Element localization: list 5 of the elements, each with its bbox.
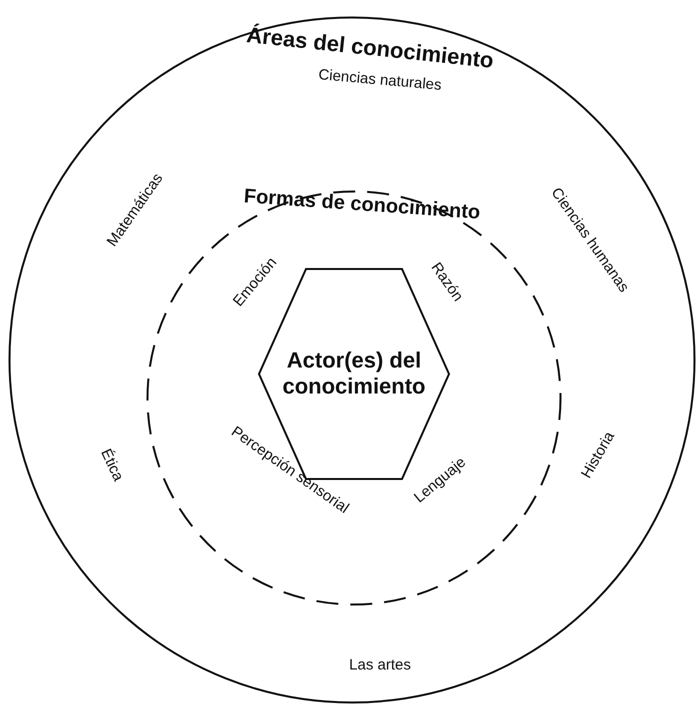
- area-label: Ciencias naturales: [318, 66, 442, 94]
- actor-label: Actor(es) del conocimiento: [281, 348, 426, 400]
- area-label: Las artes: [349, 656, 411, 674]
- form-heading: Formas de conocimiento: [243, 185, 481, 225]
- area-label: Ética: [97, 446, 127, 484]
